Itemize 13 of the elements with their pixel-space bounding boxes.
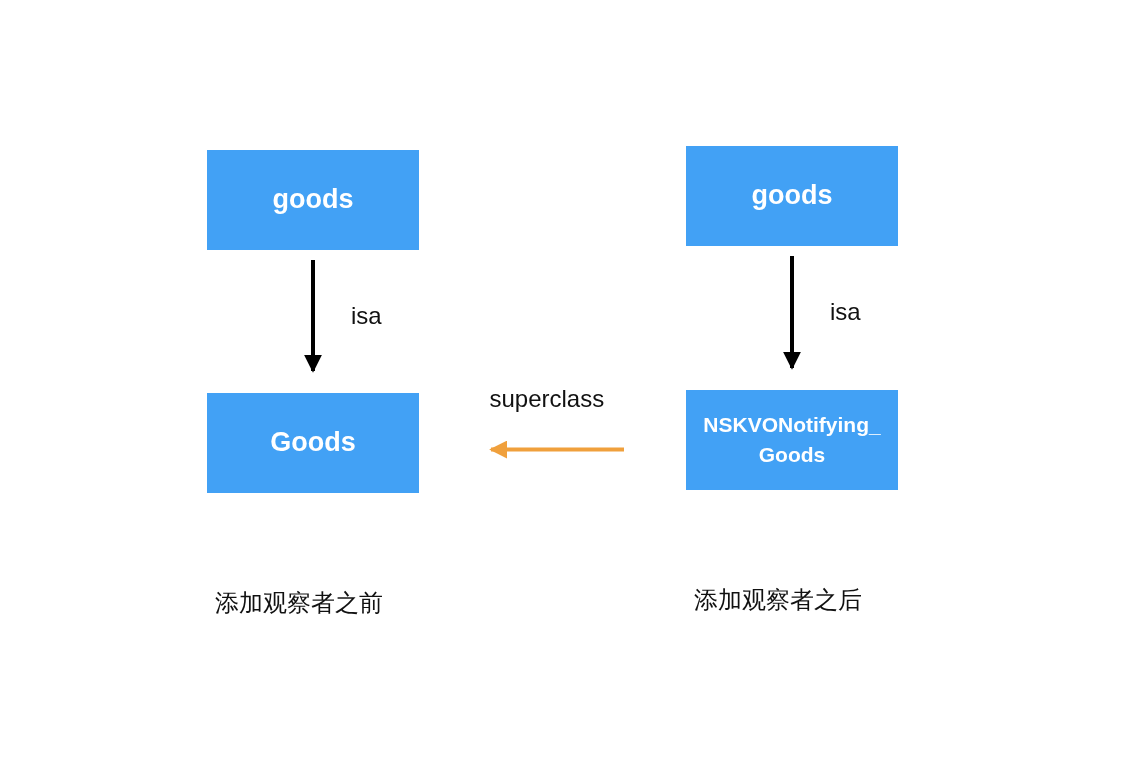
caption: 添加观察者之后: [694, 585, 862, 615]
class-name: goods: [272, 183, 354, 217]
class-box: [686, 390, 898, 490]
class-box: [207, 150, 419, 250]
class-name: NSKVONotifying_Goods: [702, 411, 882, 468]
class-name: goods: [751, 179, 833, 213]
arrow: [489, 440, 624, 459]
class-box: [686, 146, 898, 246]
arrow: [783, 256, 801, 370]
class-box: [207, 393, 419, 493]
arrow: [304, 260, 322, 373]
class-name: Goods: [270, 426, 356, 460]
caption: 添加观察者之前: [215, 588, 383, 618]
